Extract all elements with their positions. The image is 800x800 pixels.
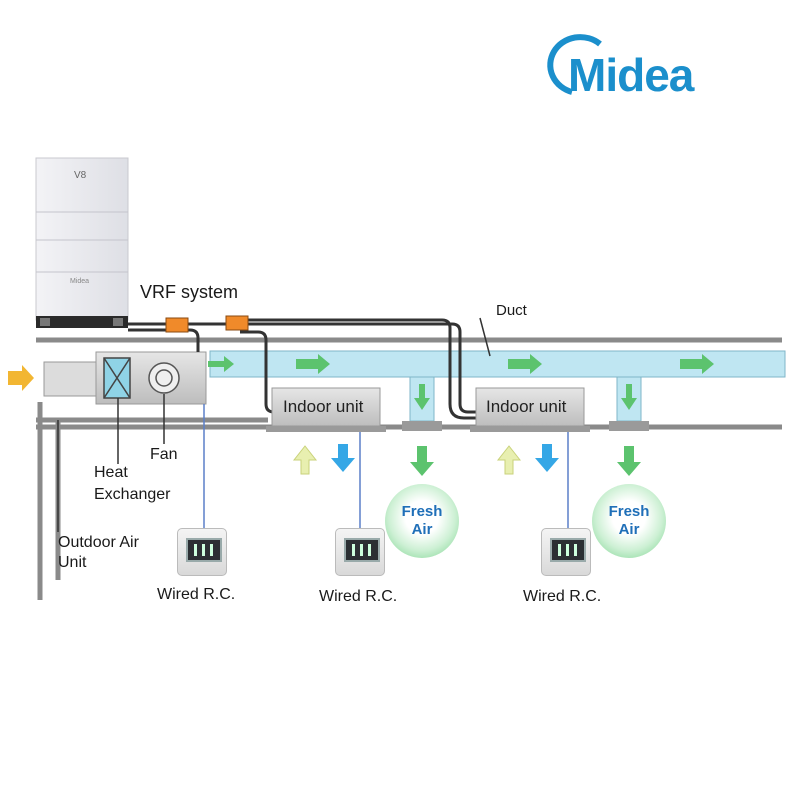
supply-air-arrows (331, 444, 559, 472)
fan-label: Fan (150, 446, 178, 463)
fresh-air-badge-2: Fresh Air (592, 484, 666, 558)
indoor-unit-1 (266, 387, 386, 432)
unit-badge: V8 (74, 170, 87, 181)
control-wires (203, 404, 569, 528)
wired-remote-controller-3 (541, 528, 591, 576)
wired-remote-controller-1 (177, 528, 227, 576)
pipe-connector-icon (165, 315, 249, 333)
outdoor-air-unit (43, 351, 207, 405)
wired-remote-controller-2 (335, 528, 385, 576)
return-air-arrows (292, 445, 522, 475)
outdoor-air-unit-label-1: Outdoor Air (58, 534, 139, 551)
duct-flow-arrows (208, 354, 714, 476)
fresh-air-2-line1: Fresh (608, 503, 650, 520)
fresh-air-1-line1: Fresh (401, 503, 443, 520)
fresh-air-2-line2: Air (618, 521, 640, 538)
indoor-unit-2 (470, 387, 590, 432)
wired-rc-label-3: Wired R.C. (523, 588, 602, 605)
inlet-arrow-icon (8, 365, 34, 391)
unit-logo: Midea (70, 278, 90, 285)
heat-exchanger-label-1: Heat (94, 464, 128, 481)
duct-label: Duct (496, 302, 527, 319)
wired-rc-label-2: Wired R.C. (319, 588, 398, 605)
brand-swoosh-icon (547, 34, 602, 95)
indoor-unit-1-label: Indoor unit (283, 397, 364, 416)
fresh-air-1-line2: Air (411, 521, 433, 538)
indoor-unit-2-label: Indoor unit (486, 397, 567, 416)
refrigerant-pipes (128, 318, 476, 420)
outdoor-air-unit-label-2: Unit (58, 554, 87, 571)
vrf-system-label: VRF system (140, 282, 239, 302)
heat-exchanger-label-2: Exchanger (94, 486, 171, 503)
brand-logo: Midea (568, 49, 694, 101)
outdoor-vrf-unit (35, 157, 129, 328)
fresh-air-badge-1: Fresh Air (385, 484, 459, 558)
wired-rc-label-1: Wired R.C. (157, 586, 236, 603)
